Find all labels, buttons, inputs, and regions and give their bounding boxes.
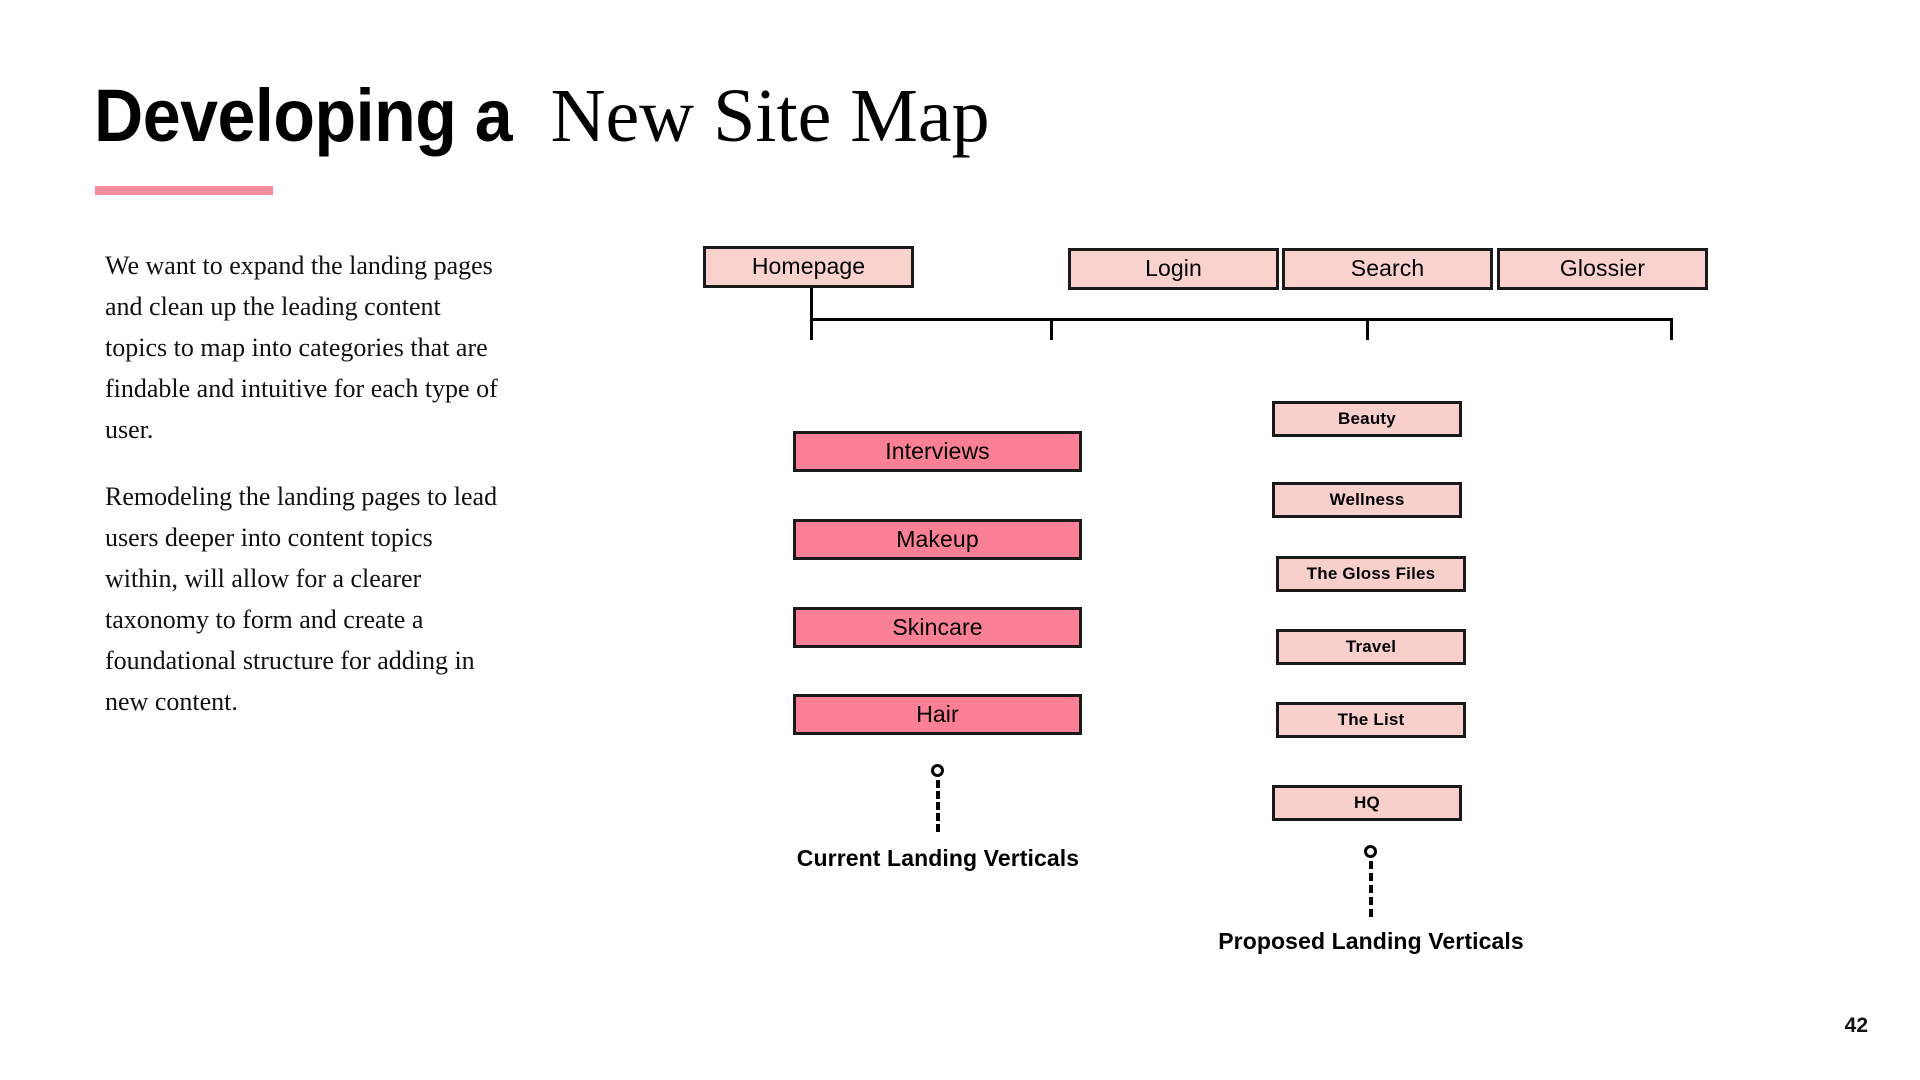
page-title-serif: New Site Map	[550, 74, 990, 158]
leader-dash-current	[936, 780, 940, 832]
sitemap-node-label: Login	[1145, 255, 1202, 282]
sitemap-node-skincare[interactable]: Skincare	[793, 607, 1082, 648]
connector-stub	[1366, 318, 1369, 340]
sitemap-node-interviews[interactable]: Interviews	[793, 431, 1082, 472]
sitemap-node-label: Interviews	[885, 437, 990, 464]
sitemap-node-homepage[interactable]: Homepage	[703, 246, 914, 288]
sitemap-node-login[interactable]: Login	[1068, 248, 1279, 290]
connector-bus-line	[810, 318, 1673, 321]
title-accent-rule	[95, 186, 273, 195]
sitemap-node-search[interactable]: Search	[1282, 248, 1493, 290]
body-paragraph-1: We want to expand the landing pages and …	[105, 251, 498, 444]
sitemap-node-wellness[interactable]: Wellness	[1272, 482, 1462, 518]
leader-dash-proposed	[1369, 861, 1373, 917]
leader-circle-icon-proposed	[1364, 845, 1377, 858]
sitemap-node-makeup[interactable]: Makeup	[793, 519, 1082, 560]
sitemap-node-label: Beauty	[1338, 408, 1396, 428]
sitemap-node-the-list[interactable]: The List	[1276, 702, 1466, 738]
sitemap-node-label: Glossier	[1559, 255, 1646, 282]
connector-stub	[810, 318, 813, 340]
connector-stub	[1670, 318, 1673, 340]
sitemap-node-label: The Gloss Files	[1306, 563, 1436, 583]
sitemap-node-label: Homepage	[751, 253, 866, 280]
sitemap-node-label: Makeup	[896, 525, 979, 552]
sitemap-node-label: Hair	[916, 700, 959, 727]
sitemap-node-the-gloss-files[interactable]: The Gloss Files	[1276, 556, 1466, 592]
sitemap-node-label: Travel	[1345, 636, 1397, 656]
sitemap-node-label: Wellness	[1329, 489, 1405, 509]
body-copy: We want to expand the landing pages and …	[105, 245, 505, 722]
sitemap-node-label: HQ	[1354, 792, 1380, 812]
page-title-bold: Developing a	[94, 74, 513, 157]
sitemap-node-label: Search	[1350, 255, 1425, 282]
sitemap-node-beauty[interactable]: Beauty	[1272, 401, 1462, 437]
sitemap-node-label: Skincare	[892, 613, 983, 640]
sitemap-node-hair[interactable]: Hair	[793, 694, 1082, 735]
connector-stub	[810, 288, 813, 319]
page-number: 42	[1844, 1014, 1868, 1037]
body-paragraph-2: Remodeling the landing pages to lead use…	[105, 482, 498, 716]
caption-proposed-landing-verticals: Proposed Landing Verticals	[1218, 928, 1524, 954]
sitemap-node-label: The List	[1337, 709, 1405, 729]
sitemap-node-hq[interactable]: HQ	[1272, 785, 1462, 821]
sitemap-node-glossier[interactable]: Glossier	[1497, 248, 1708, 290]
sitemap-node-travel[interactable]: Travel	[1276, 629, 1466, 665]
connector-stub	[1050, 318, 1053, 340]
leader-circle-icon-current	[931, 764, 944, 777]
caption-current-landing-verticals: Current Landing Verticals	[796, 845, 1080, 871]
